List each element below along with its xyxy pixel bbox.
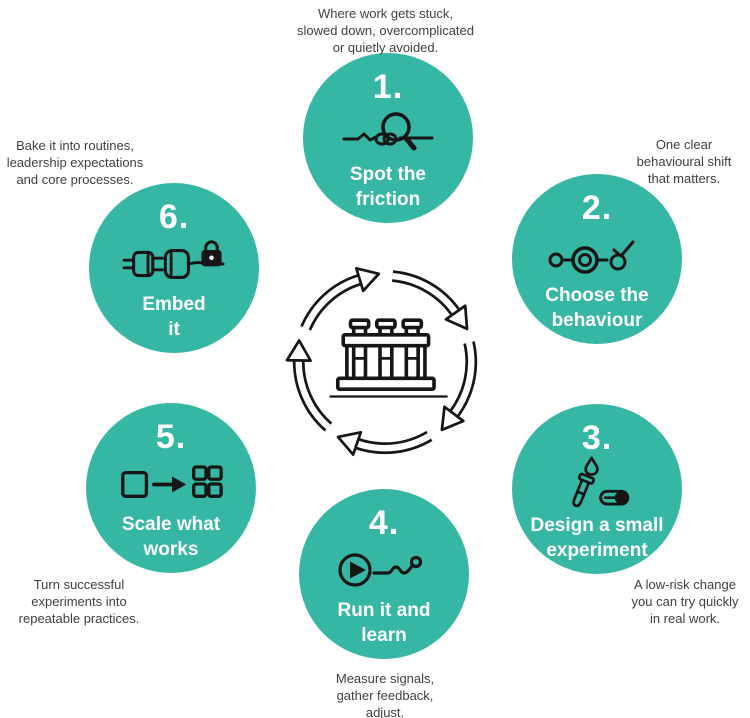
step-4-circle: 4. Run it and learn	[299, 489, 469, 659]
cycle-arrows-test-tube-rack-icon	[285, 266, 478, 457]
step-1-label: Spot the friction	[350, 164, 426, 210]
step-3-label: Design a small experiment	[530, 515, 664, 561]
step-3-annotation: A low-risk change you can try quickly in…	[631, 577, 739, 627]
step-1-circle: 1. Spot the friction	[303, 53, 473, 223]
step-2-number: 2.	[581, 189, 613, 227]
step-5-label: Scale what works	[121, 514, 221, 560]
step-5-circle: 5. Scale what works	[86, 403, 256, 573]
magnifier-tangled-line-icon	[342, 107, 434, 161]
square-arrow-grid-icon	[119, 457, 223, 511]
step-5-annotation: Turn successful experiments into repeata…	[18, 577, 140, 627]
step-3-circle: 3. Design a small experiment	[512, 404, 682, 574]
step-6-circle: 6. Embed it	[89, 183, 259, 353]
step-2-circle: 2. Choose the behaviour	[512, 174, 682, 344]
linked-circles-target-check-icon	[547, 228, 647, 282]
step-6-label: Embed it	[142, 294, 206, 340]
step-6-annotation: Bake it into routines, leadership expect…	[6, 138, 144, 188]
plug-connection-lock-icon	[122, 237, 226, 291]
step-4-label: Run it and learn	[337, 600, 431, 646]
step-5-number: 5.	[155, 418, 187, 456]
cycle-arrows	[285, 266, 478, 457]
step-1-annotation: Where work gets stuck, slowed down, over…	[296, 6, 475, 56]
test-tube-droplet-capsule-icon	[553, 456, 641, 512]
play-button-squiggle-icon	[336, 543, 432, 597]
step-2-label: Choose the behaviour	[545, 285, 649, 331]
step-3-number: 3.	[581, 419, 613, 457]
step-4-number: 4.	[368, 504, 400, 542]
step-2-annotation: One clear behavioural shift that matters…	[636, 137, 732, 187]
step-1-number: 1.	[372, 68, 404, 106]
step-4-annotation: Measure signals, gather feedback, adjust…	[335, 671, 435, 718]
test-tube-rack	[329, 318, 448, 398]
step-6-number: 6.	[158, 198, 190, 236]
center-cycle-illustration	[267, 244, 503, 480]
